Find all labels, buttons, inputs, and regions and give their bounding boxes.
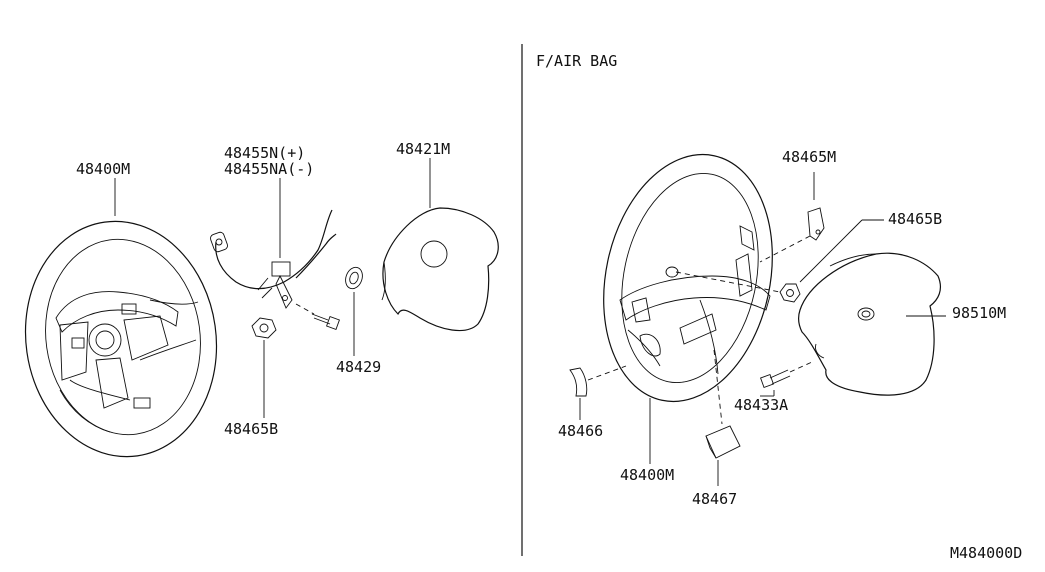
pad-drawing <box>381 207 499 332</box>
label-48455n-plus: 48455N(+) <box>224 144 305 162</box>
steering-wheel-left-drawing <box>24 220 218 458</box>
label-48400m-right: 48400M <box>620 466 674 484</box>
drawing-code: M484000D <box>950 544 1022 562</box>
label-48467: 48467 <box>692 490 737 508</box>
nut-left-drawing <box>251 317 277 339</box>
label-48465m: 48465M <box>782 148 836 166</box>
label-48455na-minus: 48455NA(-) <box>224 160 314 178</box>
section-label-air-bag: F/AIR BAG <box>536 52 617 70</box>
clip-drawing <box>807 207 825 241</box>
washer-drawing <box>345 266 363 290</box>
bolt-right-drawing <box>760 369 791 388</box>
label-48429: 48429 <box>336 358 381 376</box>
label-48400m-left: 48400M <box>76 160 130 178</box>
steering-wheel-right-drawing <box>603 153 773 403</box>
label-48465b-right: 48465B <box>888 210 942 228</box>
bolt-left-drawing <box>311 313 340 330</box>
label-48421m: 48421M <box>396 140 450 158</box>
nut-right-drawing <box>779 283 801 303</box>
label-48466: 48466 <box>558 422 603 440</box>
label-98510m: 98510M <box>952 304 1006 322</box>
harness-drawing <box>210 209 337 309</box>
cover-left-drawing <box>569 367 588 397</box>
label-48433a: 48433A <box>734 396 788 414</box>
cover-bottom-drawing <box>705 425 741 459</box>
airbag-module-drawing <box>798 252 942 396</box>
label-48465b-left: 48465B <box>224 420 278 438</box>
